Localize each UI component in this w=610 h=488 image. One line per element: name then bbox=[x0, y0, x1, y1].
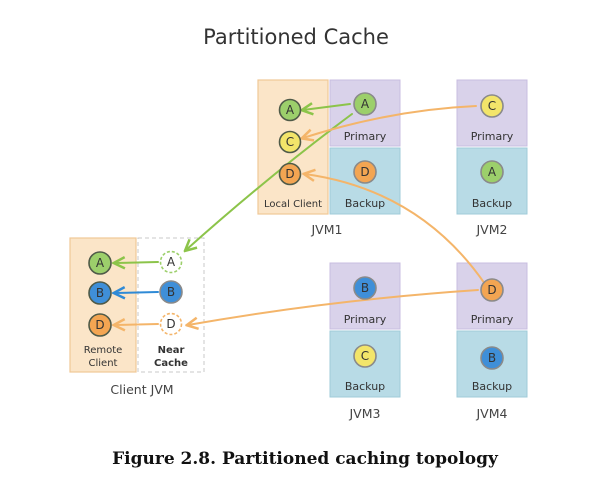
svg-text:B: B bbox=[167, 285, 175, 299]
jvm3-backup-node-c: C bbox=[353, 344, 377, 368]
jvm3-primary-label: Primary bbox=[344, 313, 387, 326]
figure-caption: Figure 2.8. Partitioned caching topology bbox=[112, 449, 498, 469]
remote-client-node-b: B bbox=[88, 281, 112, 305]
remote-client-node-a: A bbox=[88, 251, 112, 275]
arrow-near-d-to-remote-d bbox=[115, 324, 159, 325]
nodes: A C D A D C A B bbox=[88, 92, 504, 370]
svg-text:B: B bbox=[488, 351, 496, 365]
remote-client-node-d: D bbox=[88, 313, 112, 337]
jvm3-label: JVM3 bbox=[349, 406, 381, 421]
jvm1-backup-label: Backup bbox=[345, 197, 385, 210]
svg-text:D: D bbox=[166, 317, 175, 331]
jvm3-primary-node-b: B bbox=[353, 276, 377, 300]
remote-client-label-line2: Client bbox=[89, 358, 118, 369]
jvm2-backup-label: Backup bbox=[472, 197, 512, 210]
jvm4-primary-node-d: D bbox=[480, 278, 504, 302]
svg-text:C: C bbox=[488, 99, 496, 113]
arrow-near-b-to-remote-b bbox=[115, 292, 159, 293]
jvm1-primary-label: Primary bbox=[344, 130, 387, 143]
jvm4-backup-node-b: B bbox=[480, 346, 504, 370]
local-client-node-c: C bbox=[278, 130, 302, 154]
svg-text:B: B bbox=[361, 281, 369, 295]
near-cache-node-a: A bbox=[159, 250, 183, 274]
client-jvm-label: Client JVM bbox=[110, 382, 173, 397]
jvm1-backup-node-d: D bbox=[353, 160, 377, 184]
svg-text:D: D bbox=[95, 318, 104, 332]
arrow-jvm2-c-to-local-c bbox=[303, 105, 477, 138]
jvm2-primary-node-c: C bbox=[480, 94, 504, 118]
near-cache-label-line2: Cache bbox=[154, 358, 188, 369]
jvm1-primary-node-a: A bbox=[353, 92, 377, 116]
near-cache-node-b: B bbox=[159, 280, 183, 304]
jvm3-backup-label: Backup bbox=[345, 380, 385, 393]
remote-client-label-line1: Remote bbox=[84, 345, 123, 356]
jvm1-label: JVM1 bbox=[311, 222, 343, 237]
svg-text:D: D bbox=[285, 167, 294, 181]
jvm4-label: JVM4 bbox=[476, 406, 508, 421]
jvm2-primary-label: Primary bbox=[471, 130, 514, 143]
near-cache-label-line1: Near bbox=[158, 345, 185, 356]
local-client-label: Local Client bbox=[264, 199, 322, 210]
local-client-node-d: D bbox=[278, 162, 302, 186]
local-client-node-a: A bbox=[278, 98, 302, 122]
svg-text:C: C bbox=[361, 349, 369, 363]
jvm2-group: Primary Backup JVM2 bbox=[456, 79, 528, 237]
jvm4-primary-label: Primary bbox=[471, 313, 514, 326]
jvm4-group: Primary Backup JVM4 bbox=[456, 262, 528, 421]
jvm4-backup-label: Backup bbox=[472, 380, 512, 393]
svg-text:A: A bbox=[286, 103, 295, 117]
arrow-jvm1-a-to-local-a bbox=[303, 104, 351, 110]
svg-text:D: D bbox=[487, 283, 496, 297]
svg-text:A: A bbox=[488, 165, 497, 179]
arrows bbox=[115, 104, 486, 325]
jvm1-group: Primary Backup Local Client JVM1 bbox=[257, 79, 401, 237]
arrow-near-a-to-remote-a bbox=[115, 262, 159, 263]
near-cache-node-d: D bbox=[159, 312, 183, 336]
svg-text:B: B bbox=[96, 286, 104, 300]
svg-text:D: D bbox=[360, 165, 369, 179]
svg-text:A: A bbox=[167, 255, 176, 269]
svg-text:C: C bbox=[286, 135, 294, 149]
svg-text:A: A bbox=[361, 97, 370, 111]
svg-text:A: A bbox=[96, 256, 105, 270]
arrow-jvm4-d-to-near-d bbox=[188, 289, 479, 325]
jvm2-backup-node-a: A bbox=[480, 160, 504, 184]
jvm2-label: JVM2 bbox=[476, 222, 508, 237]
diagram-title: Partitioned Cache bbox=[203, 25, 389, 49]
arrow-jvm4-d-to-local-d bbox=[305, 174, 486, 285]
